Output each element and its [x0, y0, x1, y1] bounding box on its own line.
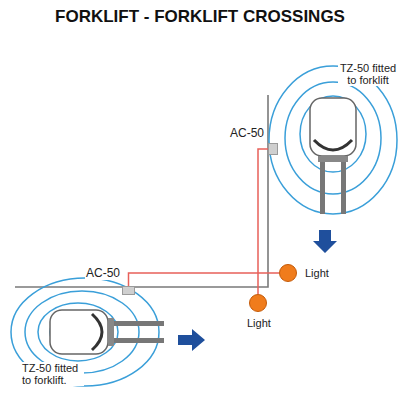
forklift-symbol — [310, 98, 356, 214]
wall-line — [15, 95, 268, 287]
device-label: AC-50 — [229, 127, 265, 140]
controller-box: AC-50 — [268, 143, 278, 155]
warning-light: Light — [249, 294, 267, 312]
diagram-title: FORKLIFT - FORKLIFT CROSSINGS — [0, 7, 400, 27]
light-label: Light — [246, 317, 272, 329]
detection-zone — [269, 66, 397, 214]
forklift-symbol — [50, 310, 164, 354]
direction-arrow — [313, 230, 337, 253]
direction-arrow — [178, 329, 205, 351]
device-label: AC-50 — [85, 267, 121, 280]
light-label: Light — [304, 267, 330, 279]
warning-light: Light — [279, 264, 297, 282]
detection-zone — [11, 278, 159, 386]
device-note: TZ-50 fitted to forklift. — [22, 362, 84, 386]
signal-wire — [129, 273, 280, 286]
controller-box: AC-50 — [122, 286, 135, 295]
device-note: TZ-50 fitted to forklift — [338, 62, 398, 86]
